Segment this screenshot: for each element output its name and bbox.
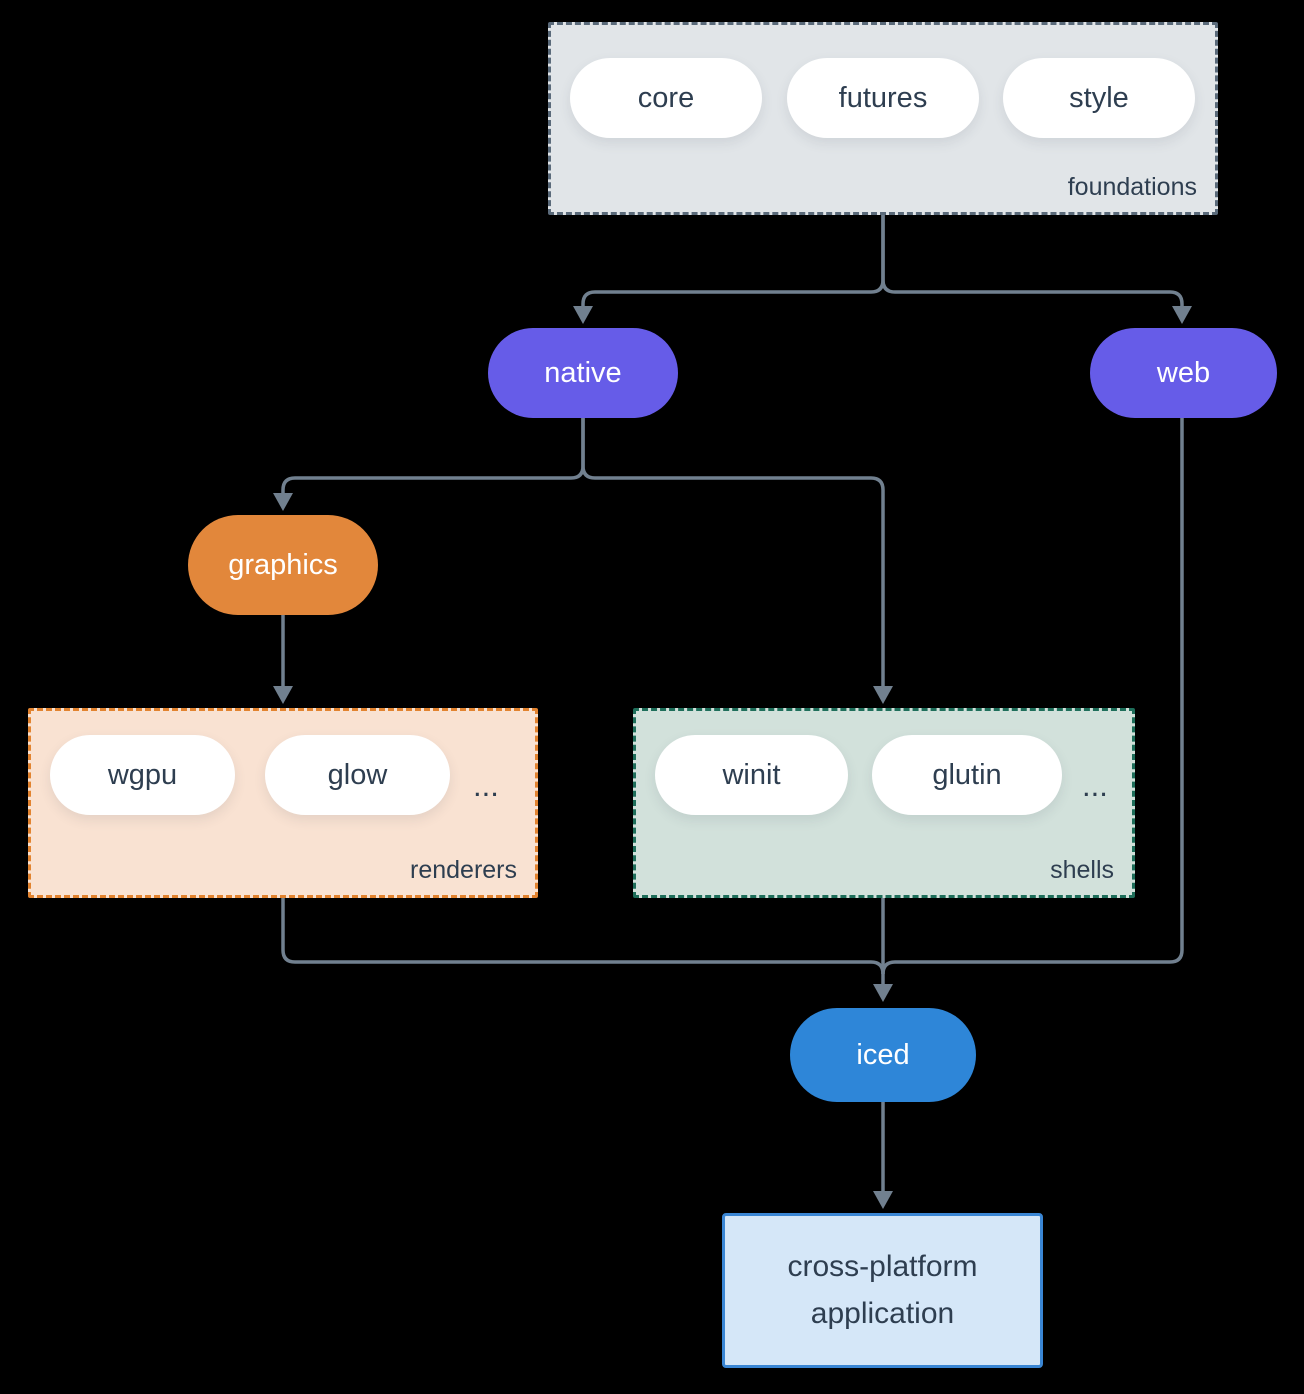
edge-foundations-native (581, 215, 885, 306)
node-glutin: glutin (872, 735, 1062, 815)
arrowhead-native (573, 306, 593, 324)
arrowhead-web (1172, 306, 1192, 324)
node-futures: futures (787, 58, 979, 138)
node-style: style (1003, 58, 1195, 138)
node-web: web (1090, 328, 1277, 418)
renderers-group-label: renderers (410, 856, 517, 884)
node-graphics: graphics (188, 515, 378, 615)
node-winit: winit (655, 735, 848, 815)
node-native: native (488, 328, 678, 418)
node-core: core (570, 58, 762, 138)
node-wgpu: wgpu (50, 735, 235, 815)
shells-ellipsis: ... (1082, 768, 1108, 803)
edge-foundations-web (881, 215, 1184, 306)
renderers-ellipsis: ... (473, 768, 499, 803)
shells-group-label: shells (1050, 856, 1114, 884)
arrowhead-renderers (273, 686, 293, 704)
edge-native-graphics (281, 418, 585, 493)
node-cross-platform-application: cross-platform application (722, 1213, 1043, 1368)
node-glow: glow (265, 735, 450, 815)
arrowhead-iced (873, 984, 893, 1002)
arrowhead-shells (873, 686, 893, 704)
node-iced: iced (790, 1008, 976, 1102)
arrowhead-graphics (273, 493, 293, 511)
edge-renderers-iced (281, 898, 885, 975)
arrowhead-application (873, 1191, 893, 1209)
edge-native-shells (581, 418, 885, 686)
foundations-group-label: foundations (1067, 173, 1197, 201)
